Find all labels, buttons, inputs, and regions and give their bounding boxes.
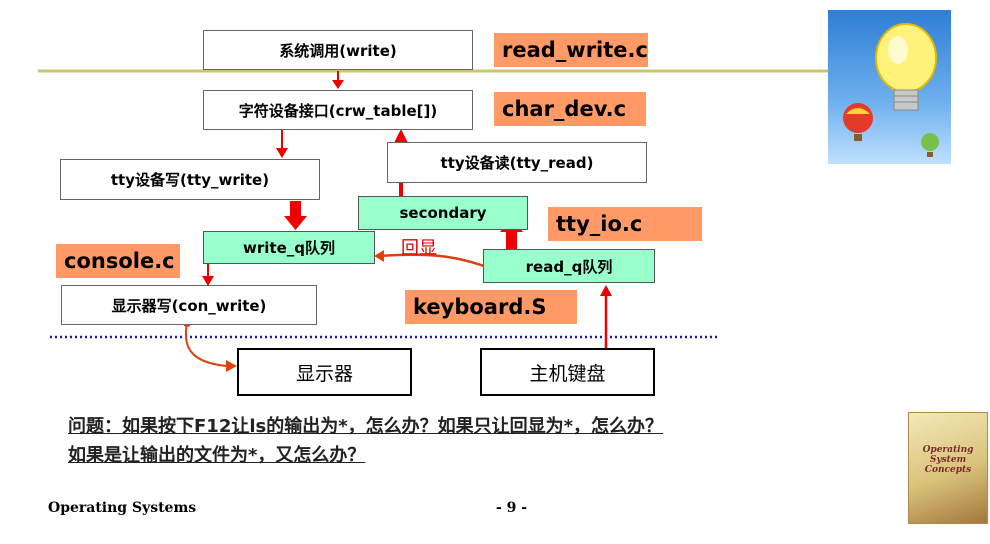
- arrowhead: [374, 250, 384, 262]
- display-curve: [184, 322, 227, 367]
- syscall-label: 系统调用(write): [279, 41, 397, 60]
- arrowhead: [202, 276, 214, 286]
- arrowhead: [332, 80, 344, 89]
- keyboard-box: 主机键盘: [480, 348, 655, 396]
- footer-title: Operating Systems: [48, 500, 197, 516]
- tty-write-label: tty设备写(tty_write): [110, 171, 270, 189]
- echo-curve: [379, 253, 491, 270]
- arrowhead: [284, 216, 307, 230]
- file-read-write-text: read_write.c: [502, 38, 648, 62]
- read-q-box: read_q队列: [483, 249, 655, 283]
- arrowhead: [600, 285, 612, 296]
- arrow-read-q-to-secondary: [506, 231, 517, 249]
- file-label-read-write: read_write.c: [494, 33, 648, 67]
- file-label-keyboard-s: keyboard.S: [405, 290, 577, 324]
- arrow-tty-write-to-write-q: [290, 201, 301, 217]
- read-q-label: read_q队列: [525, 257, 613, 276]
- char-interface-box: 字符设备接口(crw_table[]): [203, 90, 473, 130]
- echo-label: 回显: [401, 238, 437, 259]
- book-cover-image: Operating System Concepts: [908, 412, 988, 524]
- arrowhead: [393, 129, 409, 145]
- con-write-box: 显示器写(con_write): [61, 285, 317, 325]
- tty-read-box: tty设备读(tty_read): [387, 142, 647, 183]
- write-q-label: write_q队列: [243, 239, 335, 257]
- con-write-label: 显示器写(con_write): [111, 296, 267, 315]
- file-console-text: console.c: [64, 249, 175, 273]
- lightbulb-icon: [843, 23, 939, 157]
- file-label-char-dev: char_dev.c: [494, 92, 646, 126]
- file-label-tty-io: tty_io.c: [548, 207, 702, 241]
- char-interface-label: 字符设备接口(crw_table[]): [238, 101, 438, 120]
- question-text: 问题：如果按下F12让ls的输出为*，怎么办？如果只让回显为*，怎么办？如果是让…: [68, 416, 664, 466]
- secondary-box: secondary: [358, 196, 528, 230]
- secondary-label: secondary: [399, 204, 487, 222]
- file-tty-io-text: tty_io.c: [556, 212, 643, 236]
- file-label-console: console.c: [56, 244, 180, 278]
- write-q-box: write_q队列: [203, 231, 375, 264]
- lightbulb-image: [828, 10, 951, 164]
- file-keyboard-s-text: keyboard.S: [413, 295, 547, 319]
- book-title: Operating System Concepts: [922, 445, 974, 475]
- page-number: - 9 -: [496, 500, 528, 516]
- arrowhead: [226, 360, 237, 372]
- tty-write-box: tty设备写(tty_write): [60, 159, 320, 200]
- syscall-box: 系统调用(write): [203, 30, 473, 70]
- keyboard-label: 主机键盘: [529, 362, 606, 385]
- display-box: 显示器: [237, 348, 412, 396]
- file-char-dev-text: char_dev.c: [502, 97, 627, 121]
- arrowhead: [276, 148, 288, 158]
- tty-read-label: tty设备读(tty_read): [440, 154, 594, 172]
- display-label: 显示器: [295, 362, 353, 385]
